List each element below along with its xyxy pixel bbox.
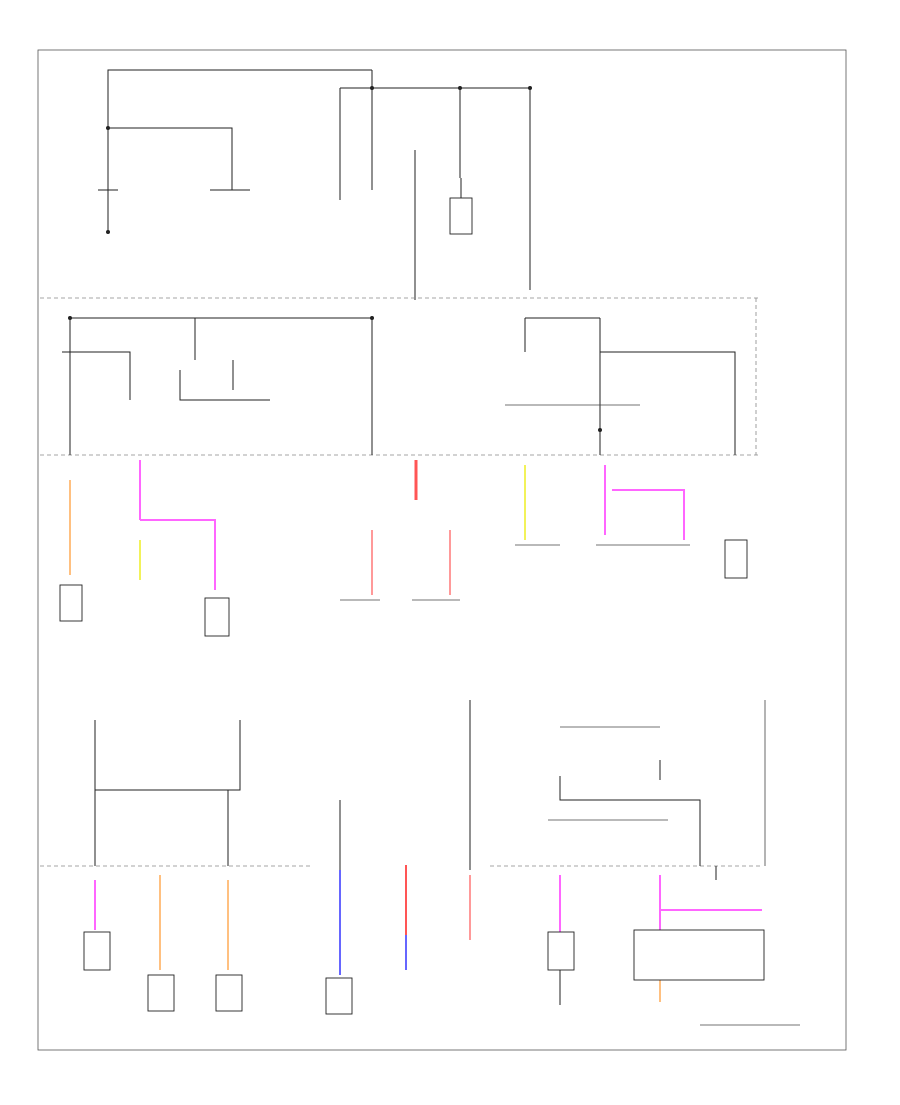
- battery-section: [98, 69, 372, 234]
- fuse-box-middle: [62, 316, 736, 455]
- lower-left-section: [83, 700, 471, 1015]
- diagram-frame: [37, 49, 847, 1051]
- fuse-box-top: [339, 70, 532, 300]
- body-ground-section: [59, 460, 748, 637]
- lower-right-section: [547, 700, 800, 1026]
